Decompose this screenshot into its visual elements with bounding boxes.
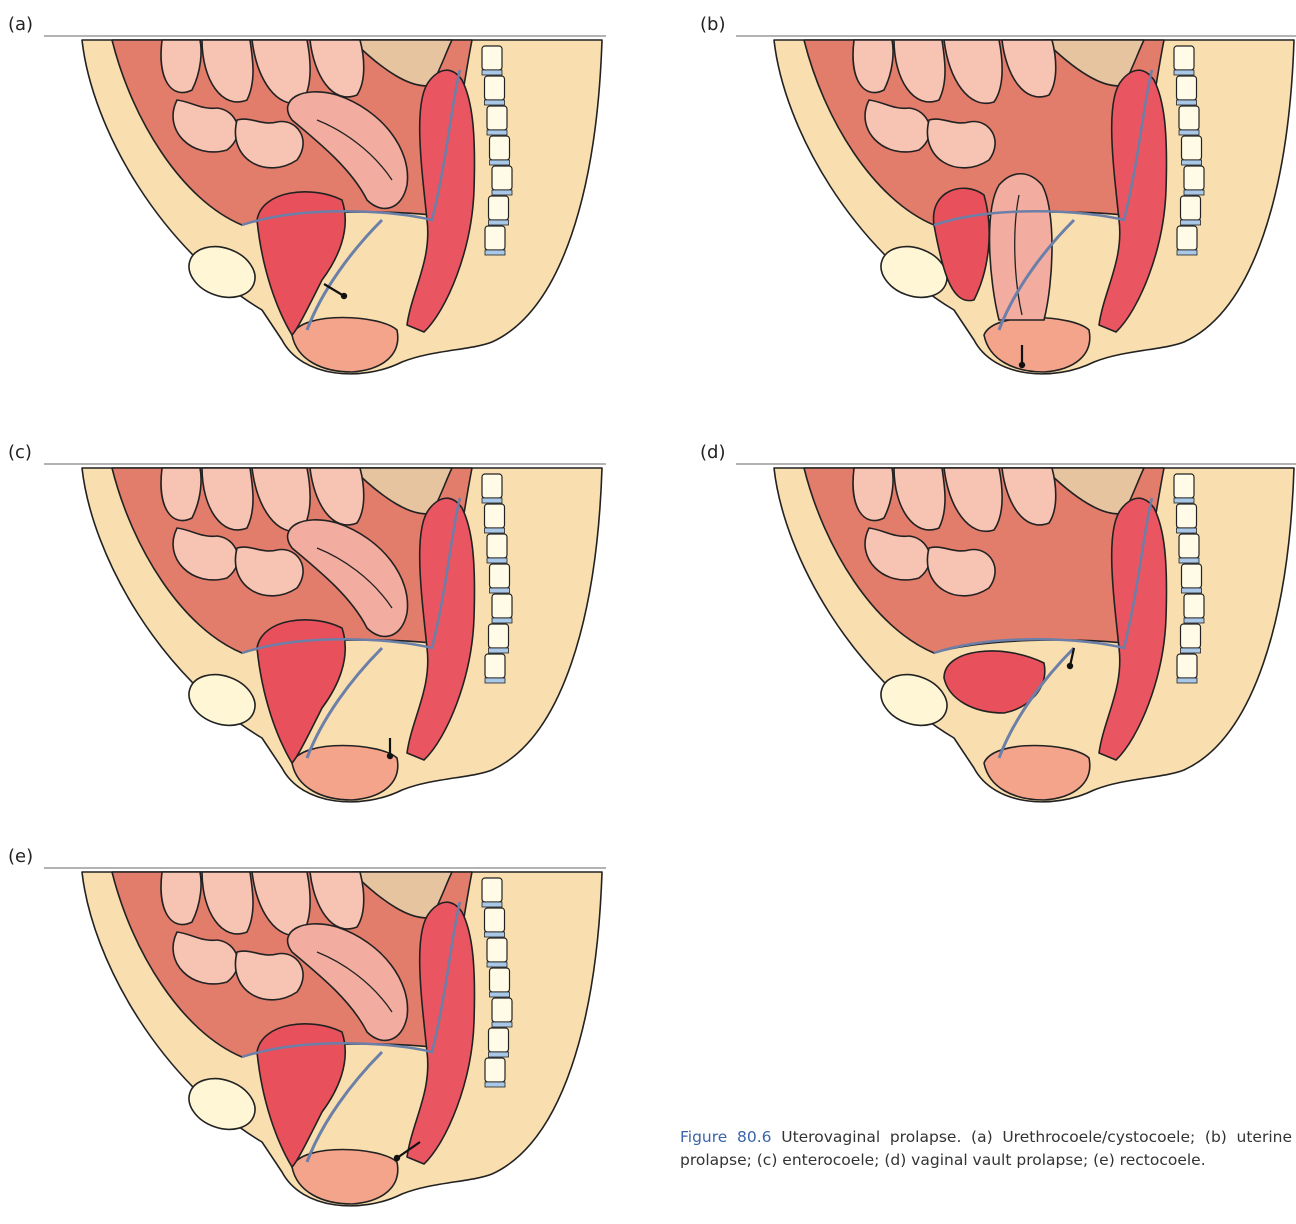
pelvis-diagram-b [700,10,1296,380]
intervertebral-disc [1177,678,1197,683]
sacral-vertebra [1181,196,1201,220]
sacral-vertebra [492,166,512,190]
intervertebral-disc [1174,498,1194,503]
anatomy-group [774,40,1294,374]
intervertebral-disc [1181,220,1201,225]
sacral-vertebra [1177,76,1197,100]
sacral-vertebra [1181,624,1201,648]
figure-caption: Figure 80.6 Uterovaginal prolapse. (a) U… [680,1126,1292,1172]
intervertebral-disc [485,1082,505,1087]
intervertebral-disc [489,1052,509,1057]
intervertebral-disc [490,160,510,165]
intervertebral-disc [1177,528,1197,533]
intervertebral-disc [485,100,505,105]
sacral-vertebra [487,938,507,962]
figure-number: Figure 80.6 [680,1128,772,1146]
sacral-vertebra [485,226,505,250]
sacral-vertebra [482,46,502,70]
intervertebral-disc [487,962,507,967]
sacral-vertebra [487,534,507,558]
pelvis-diagram-c [8,438,608,808]
intervertebral-disc [485,678,505,683]
caption-text: Uterovaginal prolapse. (a) Urethrocoele/… [680,1128,1292,1169]
sacral-vertebra [485,654,505,678]
sacral-vertebra [485,76,505,100]
sacral-vertebra [1182,136,1202,160]
intervertebral-disc [489,648,509,653]
intervertebral-disc [492,618,512,623]
arrow-head [394,1155,400,1161]
anatomy-group [82,40,602,374]
intervertebral-disc [485,932,505,937]
intervertebral-disc [490,588,510,593]
sacral-vertebra [1177,654,1197,678]
sacral-vertebra [490,564,510,588]
sacral-vertebra [489,624,509,648]
intervertebral-disc [1174,70,1194,75]
intervertebral-disc [490,992,510,997]
intervertebral-disc [1182,588,1202,593]
sacral-vertebra [1184,166,1204,190]
sacral-vertebra [482,878,502,902]
intervertebral-disc [1182,160,1202,165]
arrow-head [1019,362,1025,368]
arrow-head [341,293,347,299]
sacral-vertebra [487,106,507,130]
sacral-vertebra [492,998,512,1022]
sacral-vertebra [492,594,512,618]
sacral-vertebra [485,908,505,932]
intervertebral-disc [1184,618,1204,623]
anatomy-group [774,468,1294,802]
sacral-vertebra [1174,474,1194,498]
intervertebral-disc [482,902,502,907]
sacral-vertebra [490,136,510,160]
sacral-vertebra [482,474,502,498]
intervertebral-disc [489,220,509,225]
sacral-vertebra [485,1058,505,1082]
panel-d: (d) [700,438,1296,808]
arrow-head [1067,663,1073,669]
pelvis-diagram-a [8,10,608,380]
anatomy-group [82,872,602,1206]
pelvis-diagram-e [8,842,608,1212]
intervertebral-disc [492,190,512,195]
sacral-vertebra [1177,504,1197,528]
anatomy-group [82,468,602,802]
sacral-vertebra [490,968,510,992]
arrow-head [387,753,393,759]
intervertebral-disc [485,528,505,533]
panel-b: (b) [700,10,1296,380]
panel-e: (e) [8,842,608,1212]
sacral-vertebra [489,1028,509,1052]
uterus [990,174,1052,320]
sacral-vertebra [1184,594,1204,618]
intervertebral-disc [1184,190,1204,195]
intervertebral-disc [1179,130,1199,135]
sacral-vertebra [1174,46,1194,70]
intervertebral-disc [482,498,502,503]
pelvis-diagram-d [700,438,1296,808]
intervertebral-disc [487,130,507,135]
sacral-vertebra [489,196,509,220]
intervertebral-disc [485,250,505,255]
panel-a: (a) [8,10,608,380]
intervertebral-disc [482,70,502,75]
sacral-vertebra [485,504,505,528]
intervertebral-disc [1179,558,1199,563]
sacral-vertebra [1179,534,1199,558]
sacral-vertebra [1177,226,1197,250]
intervertebral-disc [1177,250,1197,255]
intervertebral-disc [1181,648,1201,653]
panel-c: (c) [8,438,608,808]
sacral-vertebra [1179,106,1199,130]
intervertebral-disc [487,558,507,563]
intervertebral-disc [492,1022,512,1027]
intervertebral-disc [1177,100,1197,105]
sacral-vertebra [1182,564,1202,588]
